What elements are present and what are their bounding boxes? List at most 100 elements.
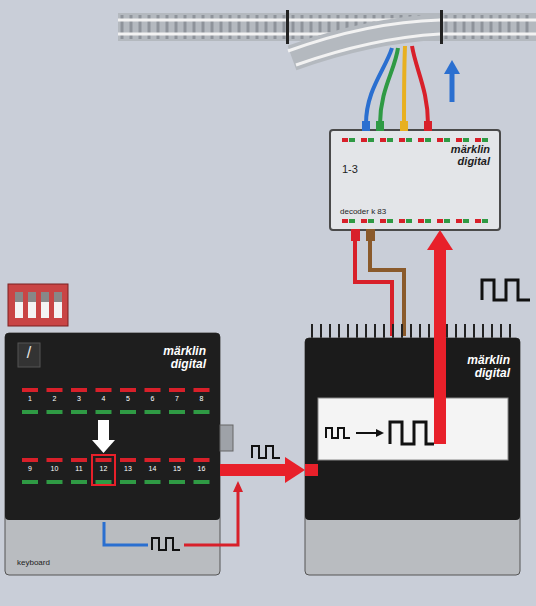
led bbox=[444, 138, 450, 142]
led bbox=[418, 219, 424, 223]
led bbox=[349, 138, 355, 142]
led bbox=[361, 138, 367, 142]
wire-brown bbox=[370, 241, 404, 336]
key-number: 5 bbox=[120, 395, 136, 402]
signal-arrow bbox=[220, 464, 285, 476]
key-green bbox=[96, 480, 112, 484]
key-number: 7 bbox=[169, 395, 185, 402]
key-green bbox=[71, 410, 87, 414]
key-red bbox=[145, 458, 161, 462]
dip-levers bbox=[15, 292, 62, 318]
dip-lever bbox=[28, 292, 36, 318]
display-digit: / bbox=[19, 345, 39, 361]
led bbox=[425, 219, 431, 223]
led bbox=[399, 138, 405, 142]
track bbox=[118, 10, 536, 65]
led bbox=[387, 219, 393, 223]
key-number: 2 bbox=[47, 395, 63, 402]
led bbox=[368, 219, 374, 223]
brand-logo: märklin digital bbox=[448, 354, 510, 379]
led bbox=[380, 219, 386, 223]
led bbox=[361, 219, 367, 223]
key-highlight bbox=[92, 455, 115, 485]
led bbox=[399, 219, 405, 223]
key-number: 6 bbox=[145, 395, 161, 402]
led bbox=[380, 138, 386, 142]
wire-yellow bbox=[404, 46, 405, 124]
key-number: 1 bbox=[22, 395, 38, 402]
terminal bbox=[351, 229, 360, 241]
key-green bbox=[169, 480, 185, 484]
pulse-large bbox=[482, 280, 530, 300]
device-label: keyboard bbox=[17, 559, 50, 567]
terminal bbox=[400, 121, 408, 131]
led bbox=[437, 219, 443, 223]
terminal bbox=[376, 121, 384, 131]
decoder-housing bbox=[330, 130, 500, 230]
signal-in bbox=[305, 464, 318, 476]
rail bbox=[118, 19, 536, 22]
central-unit-box: märklin digital bbox=[305, 338, 520, 575]
key-number: 15 bbox=[169, 465, 185, 472]
led bbox=[349, 219, 355, 223]
key-red bbox=[96, 458, 112, 462]
terminal bbox=[366, 229, 375, 241]
device-label: decoder k 83 bbox=[340, 208, 386, 216]
led bbox=[368, 138, 374, 142]
key-red bbox=[47, 458, 63, 462]
key-number: 14 bbox=[145, 465, 161, 472]
dip-lever bbox=[15, 292, 23, 318]
led bbox=[463, 219, 469, 223]
key-green bbox=[169, 410, 185, 414]
key-red bbox=[96, 388, 112, 392]
dip-switch bbox=[8, 284, 68, 326]
display bbox=[18, 343, 40, 367]
key-number: 16 bbox=[194, 465, 210, 472]
key-number: 12 bbox=[96, 465, 112, 472]
led bbox=[418, 138, 424, 142]
led bbox=[425, 138, 431, 142]
key-number: 13 bbox=[120, 465, 136, 472]
key-number: 4 bbox=[96, 395, 112, 402]
key-red bbox=[169, 458, 185, 462]
led bbox=[456, 219, 462, 223]
led bbox=[482, 138, 488, 142]
key-green bbox=[96, 410, 112, 414]
key-red bbox=[47, 388, 63, 392]
blue-arrowhead bbox=[444, 60, 460, 74]
key-number: 3 bbox=[71, 395, 87, 402]
brand-logo: märklin digital bbox=[144, 345, 206, 370]
signal-line-red bbox=[184, 490, 238, 545]
pulse-small bbox=[152, 538, 180, 550]
dip-knob bbox=[28, 292, 36, 302]
key-green bbox=[47, 410, 63, 414]
pulse-large bbox=[390, 422, 434, 444]
led bbox=[342, 138, 348, 142]
led bbox=[406, 138, 412, 142]
key-red bbox=[120, 388, 136, 392]
turnout-mark bbox=[286, 10, 289, 44]
pulse-small bbox=[326, 428, 350, 438]
key-green bbox=[47, 480, 63, 484]
central-unit-base bbox=[305, 338, 520, 575]
wire-red bbox=[412, 46, 428, 124]
key-number: 11 bbox=[71, 465, 87, 472]
key-green bbox=[194, 480, 210, 484]
wire-red bbox=[355, 241, 392, 336]
key-green bbox=[71, 480, 87, 484]
led bbox=[406, 219, 412, 223]
led bbox=[482, 219, 488, 223]
signal-arrow bbox=[434, 250, 446, 338]
led bbox=[444, 219, 450, 223]
key-number: 10 bbox=[47, 465, 63, 472]
key-red bbox=[71, 458, 87, 462]
key-green bbox=[145, 480, 161, 484]
pulse-small bbox=[252, 446, 280, 458]
terminal bbox=[424, 121, 432, 131]
central-unit-face bbox=[305, 338, 520, 520]
led bbox=[456, 138, 462, 142]
key-green bbox=[22, 480, 38, 484]
key-green bbox=[145, 410, 161, 414]
